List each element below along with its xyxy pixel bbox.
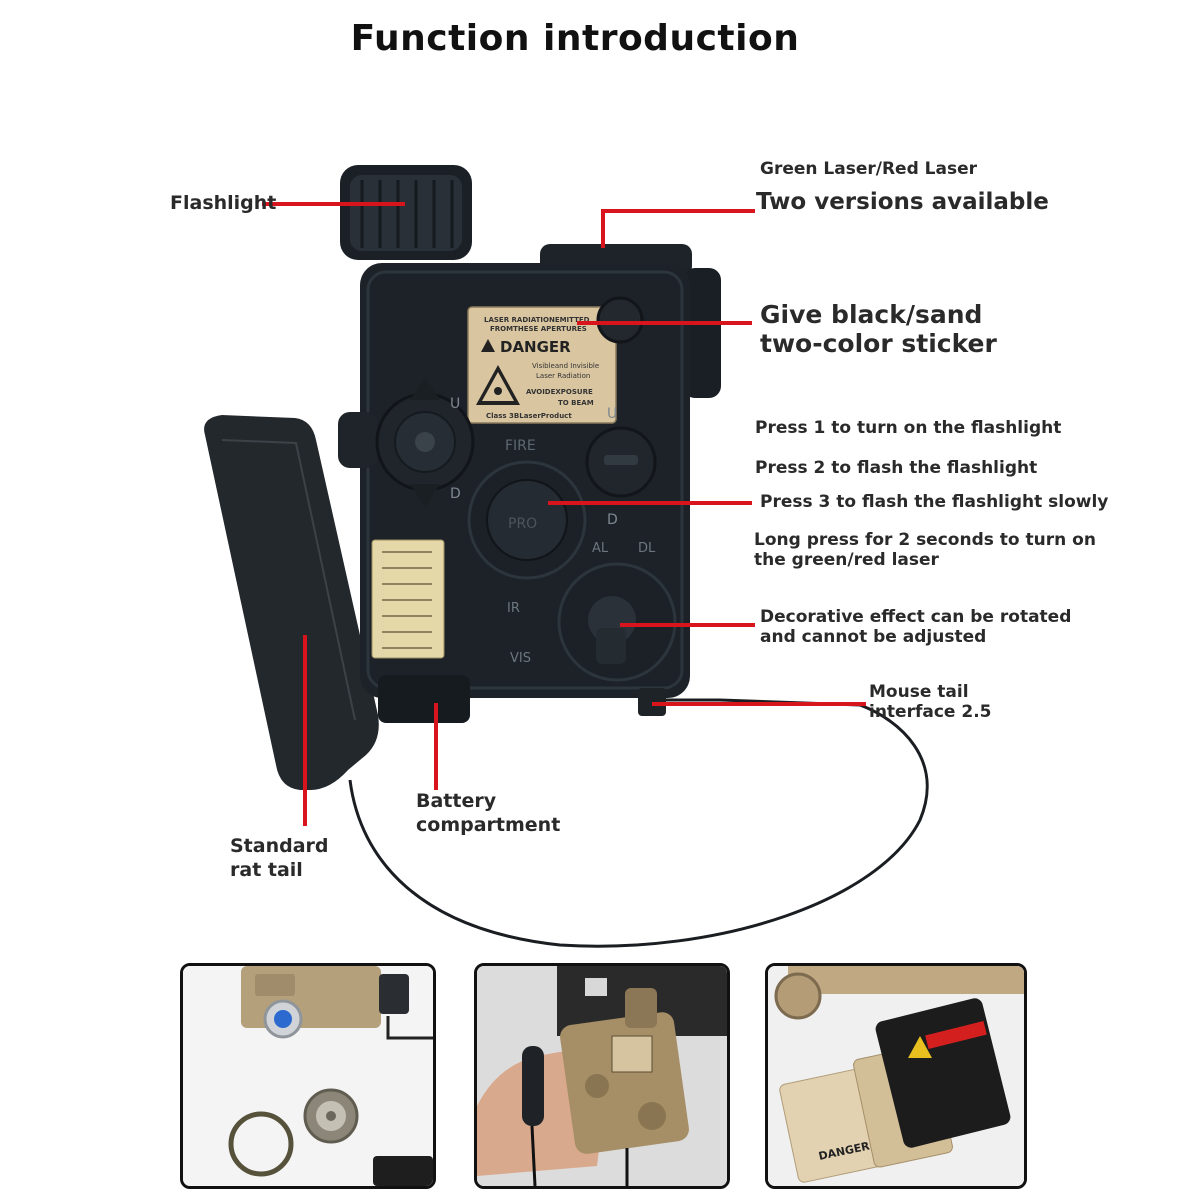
fire-button: PRO bbox=[467, 460, 587, 580]
thumbnail-stickers: DANGER bbox=[765, 963, 1027, 1189]
svg-text:FROMTHESE APERTURES: FROMTHESE APERTURES bbox=[490, 325, 587, 333]
dl-label: DL bbox=[638, 541, 656, 556]
svg-text:U: U bbox=[450, 396, 460, 412]
svg-text:U: U bbox=[607, 406, 617, 422]
decorative-dial bbox=[557, 562, 677, 682]
thumbnail-hand-held bbox=[474, 963, 730, 1189]
sticker-label-line1: Give black/sand bbox=[760, 300, 983, 329]
svg-text:TO BEAM: TO BEAM bbox=[558, 399, 594, 407]
laser-type-label: Green Laser/Red Laser bbox=[760, 159, 978, 179]
mouse-tail-label-line2: interface 2.5 bbox=[869, 702, 992, 722]
long-press-label-line2: the green/red laser bbox=[754, 550, 939, 570]
svg-text:DANGER: DANGER bbox=[500, 338, 571, 356]
thumbnail-battery-cap bbox=[180, 963, 436, 1189]
long-press-label-line1: Long press for 2 seconds to turn on bbox=[754, 530, 1096, 550]
al-label: AL bbox=[592, 541, 609, 556]
versions-label: Two versions available bbox=[756, 189, 1049, 215]
leader-lines bbox=[262, 202, 866, 826]
battery-sticker bbox=[371, 539, 445, 659]
press2-label: Press 2 to flash the flashlight bbox=[755, 458, 1038, 478]
svg-text:PRO: PRO bbox=[508, 516, 537, 532]
svg-text:Visibleand Invisible: Visibleand Invisible bbox=[532, 362, 599, 370]
ir-label: IR bbox=[507, 601, 520, 616]
press3-label: Press 3 to flash the flashlight slowly bbox=[760, 492, 1109, 512]
decorative-label-line1: Decorative effect can be rotated bbox=[760, 607, 1072, 627]
svg-text:LASER RADIATIONEMITTED: LASER RADIATIONEMITTED bbox=[484, 316, 590, 324]
aux-switch: U D bbox=[585, 406, 657, 528]
press1-label: Press 1 to turn on the flashlight bbox=[755, 418, 1062, 438]
mode-selector: U D bbox=[338, 377, 475, 507]
flashlight-label: Flashlight bbox=[170, 192, 277, 214]
svg-text:AVOIDEXPOSURE: AVOIDEXPOSURE bbox=[526, 388, 593, 396]
mouse-tail-label-line1: Mouse tail bbox=[869, 682, 969, 702]
rat-tail-pad bbox=[204, 415, 379, 790]
page-title: Function introduction bbox=[350, 18, 800, 59]
rat-tail-label-line1: Standard bbox=[230, 835, 329, 857]
fire-label: FIRE bbox=[505, 438, 536, 454]
adjust-knob bbox=[596, 296, 644, 344]
side-knob bbox=[683, 268, 721, 398]
svg-text:Class 3BLaserProduct: Class 3BLaserProduct bbox=[486, 412, 572, 420]
cable bbox=[348, 698, 929, 948]
sticker-label-line2: two-color sticker bbox=[760, 329, 997, 358]
svg-text:D: D bbox=[607, 512, 618, 528]
rat-tail-label-line2: rat tail bbox=[230, 859, 303, 881]
svg-text:Laser Radiation: Laser Radiation bbox=[536, 372, 590, 380]
danger-sticker: LASER RADIATIONEMITTED FROMTHESE APERTUR… bbox=[467, 306, 617, 424]
flashlight-head bbox=[340, 165, 472, 260]
device-illustration: LASER RADIATIONEMITTED FROMTHESE APERTUR… bbox=[204, 165, 929, 948]
vis-label: VIS bbox=[510, 651, 531, 666]
battery-label-line1: Battery bbox=[416, 790, 497, 812]
battery-label-line2: compartment bbox=[416, 814, 561, 836]
svg-text:D: D bbox=[450, 486, 461, 502]
decorative-label-line2: and cannot be adjusted bbox=[760, 627, 987, 647]
